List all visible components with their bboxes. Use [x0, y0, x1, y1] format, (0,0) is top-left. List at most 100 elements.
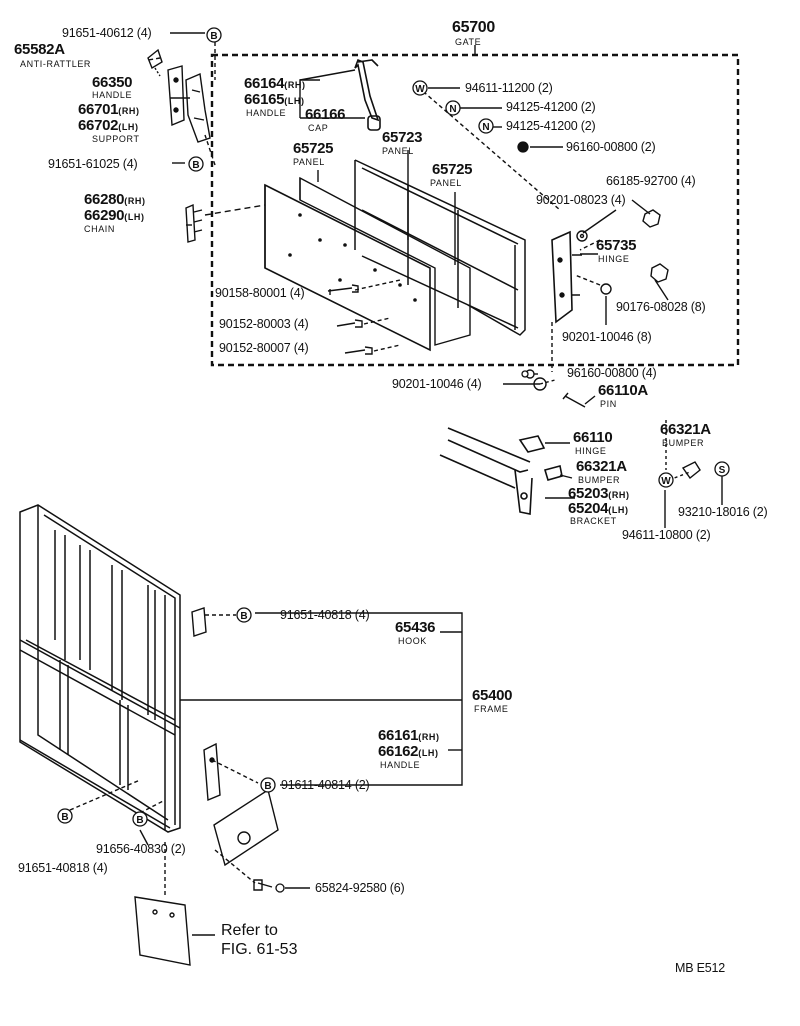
svg-text:N: N: [449, 104, 456, 115]
panel-front: [264, 183, 431, 352]
label-94611-11200: 94611-11200 (2): [465, 81, 553, 95]
label-65725b: 65725: [432, 161, 473, 178]
label-66702: 66702(LH): [78, 117, 139, 134]
label-65700: 65700: [452, 19, 495, 36]
label-66350: 66350: [92, 74, 133, 91]
label-66701: 66701(RH): [78, 101, 140, 118]
label-65700-name: GATE: [455, 37, 482, 47]
svg-text:B: B: [192, 160, 199, 171]
bolt-90152-b: [344, 346, 373, 355]
bumper-66321A: [681, 461, 701, 480]
pin-leader: [539, 379, 556, 385]
label-66166: 66166: [305, 106, 346, 123]
svg-text:W: W: [661, 476, 671, 487]
label-66185: 66185-92700 (4): [606, 174, 696, 188]
label-96160-b: 96160-00800 (4): [567, 366, 657, 380]
washer-90201-10046: [600, 283, 612, 295]
marker-n-icon: N: [478, 118, 494, 134]
label-65436: 65436: [395, 619, 436, 636]
bolt-head-icon: [275, 883, 285, 893]
label-65725a-name: PANEL: [293, 157, 325, 167]
handle-66161: [203, 742, 221, 802]
nut-66185: [642, 209, 661, 228]
svg-text:W: W: [415, 84, 425, 95]
bed-corner: [439, 427, 563, 515]
svg-text:B: B: [136, 815, 143, 826]
bracket-plate: [213, 788, 279, 867]
label-66110A: 66110A: [598, 382, 648, 399]
bolt-90152-a: [336, 319, 363, 328]
label-66321A-b: 66321A: [576, 458, 627, 475]
label-94125-b: 94125-41200 (2): [506, 119, 596, 133]
svg-text:B: B: [264, 781, 271, 792]
label-66321A-a-name: BUMPER: [662, 438, 705, 448]
label-66110-name: HINGE: [575, 446, 607, 456]
label-65723-name: PANEL: [382, 146, 414, 156]
label-66166-name: CAP: [308, 123, 329, 133]
gate-leaders: [147, 35, 601, 372]
label-91651-40818b: 91651-40818 (4): [18, 861, 108, 875]
label-65735: 65735: [596, 237, 637, 254]
washer-90201-08023: [576, 230, 588, 242]
svg-text:N: N: [482, 122, 489, 133]
callout-lines: [139, 32, 723, 936]
handle-66164: [354, 58, 381, 131]
label-66161-name: HANDLE: [380, 760, 421, 770]
marker-b-icon: B: [188, 156, 204, 172]
bumper-leader-2: [668, 471, 691, 481]
svg-text:B: B: [210, 31, 217, 42]
marker-b-icon: B: [132, 811, 148, 827]
label-fig-ref: FIG. 61-53: [221, 941, 298, 958]
marker-n-icon: N: [445, 100, 461, 116]
label-90176: 90176-08028 (8): [616, 300, 706, 314]
frame-leaders: [64, 614, 259, 895]
label-65824: 65824-92580 (6): [315, 881, 405, 895]
label-66161: 66161(RH): [378, 727, 440, 744]
label-91651-40612: 91651-40612 (4): [62, 26, 152, 40]
label-65400: 65400: [472, 687, 513, 704]
label-65582A-name: ANTI-RATTLER: [20, 59, 92, 69]
svg-text:B: B: [61, 812, 68, 823]
diagram-code: MB E512: [675, 961, 726, 975]
hinge-65735: [551, 230, 582, 324]
label-65735-name: HINGE: [598, 254, 630, 264]
washer-96160-b-icon: [521, 370, 529, 378]
chain-leader: [204, 204, 266, 216]
label-66321A-a: 66321A: [660, 421, 711, 438]
label-91651-61025: 91651-61025 (4): [48, 157, 138, 171]
label-65436-name: HOOK: [398, 636, 427, 646]
label-65725a: 65725: [293, 140, 334, 157]
mud-flap: [134, 896, 191, 966]
label-66110A-name: PIN: [600, 399, 617, 409]
hook-65436: [191, 607, 207, 637]
label-66164-name: HANDLE: [246, 108, 287, 118]
label-96160-a: 96160-00800 (2): [566, 140, 656, 154]
bolt-65824: [253, 879, 273, 891]
label-65400-name: FRAME: [474, 704, 509, 714]
label-65723: 65723: [382, 129, 423, 146]
nut-90176: [650, 263, 669, 283]
label-90201-10046b: 90201-10046 (4): [392, 377, 482, 391]
label-94125-a: 94125-41200 (2): [506, 100, 596, 114]
chain-66280: [185, 203, 203, 243]
marker-b-icon: B: [206, 27, 222, 43]
anti-rattler: [147, 48, 163, 77]
gate-group-box: [210, 53, 740, 367]
label-66350-name: HANDLE: [92, 90, 133, 100]
label-66321A-b-name: BUMPER: [578, 475, 621, 485]
label-refer-to: Refer to: [221, 922, 278, 939]
label-66290: 66290(LH): [84, 207, 145, 224]
svg-text:S: S: [719, 465, 726, 476]
label-65203: 65203(RH): [568, 485, 630, 502]
washer-96160-icon: [517, 141, 529, 153]
label-91611: 91611-40814 (2): [281, 778, 370, 792]
bolt-90158: [327, 284, 359, 295]
label-66280: 66280(RH): [84, 191, 146, 208]
label-65203-name: BRACKET: [570, 516, 617, 526]
marker-b-icon: B: [57, 808, 73, 824]
marker-w-icon: W: [658, 472, 674, 488]
frame-65400: [19, 504, 181, 833]
support-66701: [185, 72, 211, 143]
label-66162: 66162(LH): [378, 743, 439, 760]
